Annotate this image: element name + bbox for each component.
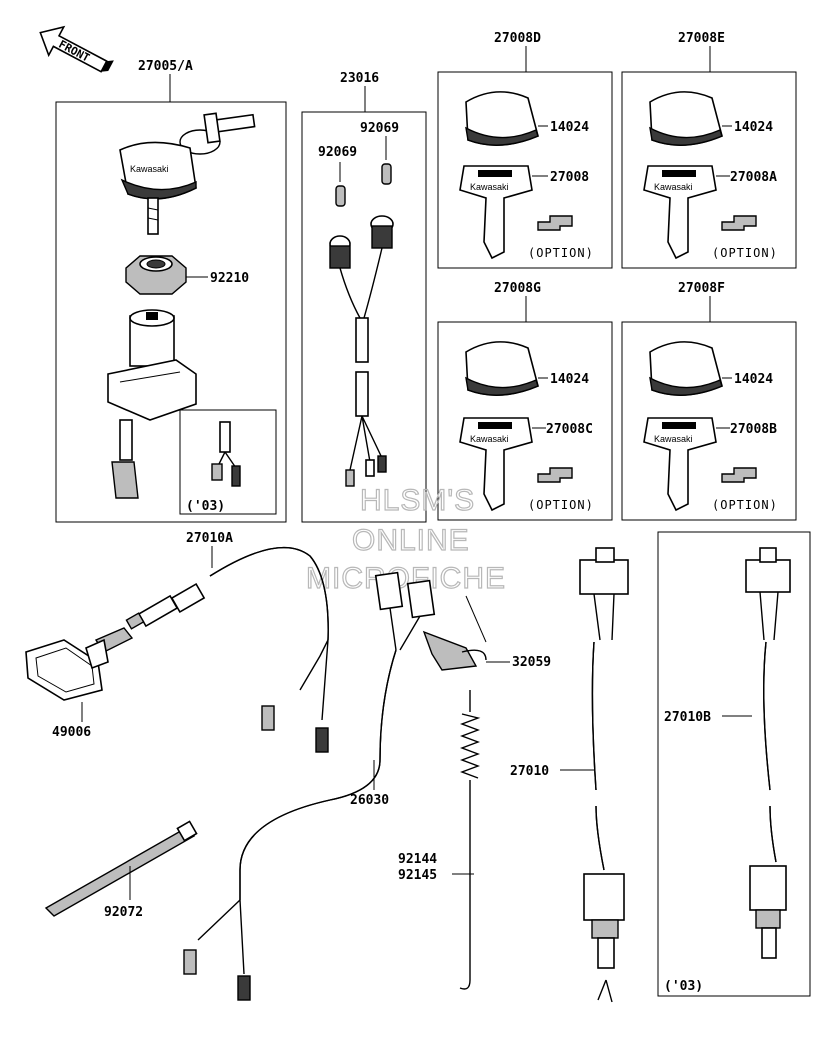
- blank-key-g: [537, 467, 573, 483]
- cap-92069-left: [335, 185, 346, 207]
- key-blade-27008A: Kawasaki: [643, 165, 717, 260]
- cap-92069-right: [381, 163, 392, 185]
- ignition-03-inset: [179, 409, 277, 515]
- option-label-g: (OPTION): [528, 498, 594, 512]
- cable-tie-92072: [44, 820, 198, 917]
- key-blade-brand-f: Kawasaki: [654, 434, 693, 444]
- label-27008A: 27008A: [730, 170, 777, 185]
- label-26030: 26030: [350, 793, 389, 808]
- ignition-key-with-cap: Kawasaki: [119, 112, 256, 235]
- label-92072: 92072: [104, 905, 143, 920]
- label-49006: 49006: [52, 725, 91, 740]
- front-arrow-icon: FRONT: [39, 25, 114, 73]
- label-03-b: ('03): [664, 979, 703, 994]
- label-92144: 92144: [398, 852, 437, 867]
- switch-27010: [579, 547, 629, 1003]
- label-14024-e: 14024: [734, 120, 773, 135]
- switch-27010B: [745, 547, 791, 959]
- key-blade-brand-d: Kawasaki: [470, 182, 509, 192]
- label-14024-f: 14024: [734, 372, 773, 387]
- connector-03-a: [211, 421, 241, 487]
- ignition-switch-box: [55, 101, 287, 523]
- key-blade-brand-e: Kawasaki: [654, 182, 693, 192]
- front-label: FRONT: [56, 38, 92, 65]
- watermark-line1: HLSM'S: [360, 484, 475, 517]
- label-92069-right: 92069: [360, 121, 399, 136]
- label-27010B: 27010B: [664, 710, 711, 725]
- bracket-32059: [422, 630, 487, 671]
- label-92210: 92210: [210, 271, 249, 286]
- key-box-27008E: [621, 71, 797, 269]
- option-label-d: (OPTION): [528, 246, 594, 260]
- blank-key-d: [537, 215, 573, 231]
- label-23016: 23016: [340, 71, 379, 86]
- key-cap-14024-e: [649, 91, 723, 146]
- harness-23016-box: [301, 111, 427, 523]
- option-label-e: (OPTION): [712, 246, 778, 260]
- harness-23016: [329, 215, 394, 487]
- label-27010A: 27010A: [186, 531, 233, 546]
- key-cap-14024-g: [465, 341, 539, 396]
- option-label-f: (OPTION): [712, 498, 778, 512]
- blank-key-e: [721, 215, 757, 231]
- ignition-switch-body: [107, 309, 197, 499]
- label-27008D: 27008D: [494, 31, 541, 46]
- key-blade-27008B: Kawasaki: [643, 417, 717, 512]
- key-cap-14024-d: [465, 91, 539, 146]
- key-blade-27008C: Kawasaki: [459, 417, 533, 512]
- spring-92144: [459, 690, 481, 990]
- label-92069-left: 92069: [318, 145, 357, 160]
- key-cap-14024-f: [649, 341, 723, 396]
- label-27005A: 27005/A: [138, 59, 193, 74]
- label-27008B: 27008B: [730, 422, 777, 437]
- label-14024-d: 14024: [550, 120, 589, 135]
- label-03-a: ('03): [186, 499, 225, 514]
- harness-26030: [183, 571, 436, 1001]
- switch-27010A: [125, 546, 329, 753]
- watermark-line2: ONLINE: [352, 524, 470, 557]
- key-box-27008F: [621, 321, 797, 521]
- key-brand-text: Kawasaki: [130, 164, 169, 174]
- label-32059: 32059: [512, 655, 551, 670]
- label-14024-g: 14024: [550, 372, 589, 387]
- watermark: HLSM'S ONLINE MICROFICHE: [305, 483, 506, 595]
- label-27008C: 27008C: [546, 422, 593, 437]
- label-27008G: 27008G: [494, 281, 541, 296]
- label-27008F: 27008F: [678, 281, 725, 296]
- boot-49006: [25, 627, 134, 701]
- key-blade-27008: Kawasaki: [459, 165, 533, 260]
- label-92145: 92145: [398, 868, 437, 883]
- label-27010: 27010: [510, 764, 549, 779]
- switch-03-box: [657, 531, 811, 997]
- blank-key-f: [721, 467, 757, 483]
- key-box-27008G: [437, 321, 613, 521]
- watermark-line3: MICROFICHE: [306, 562, 506, 595]
- nut-92210: [125, 255, 187, 295]
- label-27008: 27008: [550, 170, 589, 185]
- key-box-27008D: [437, 71, 613, 269]
- key-blade-brand-g: Kawasaki: [470, 434, 509, 444]
- label-27008E: 27008E: [678, 31, 725, 46]
